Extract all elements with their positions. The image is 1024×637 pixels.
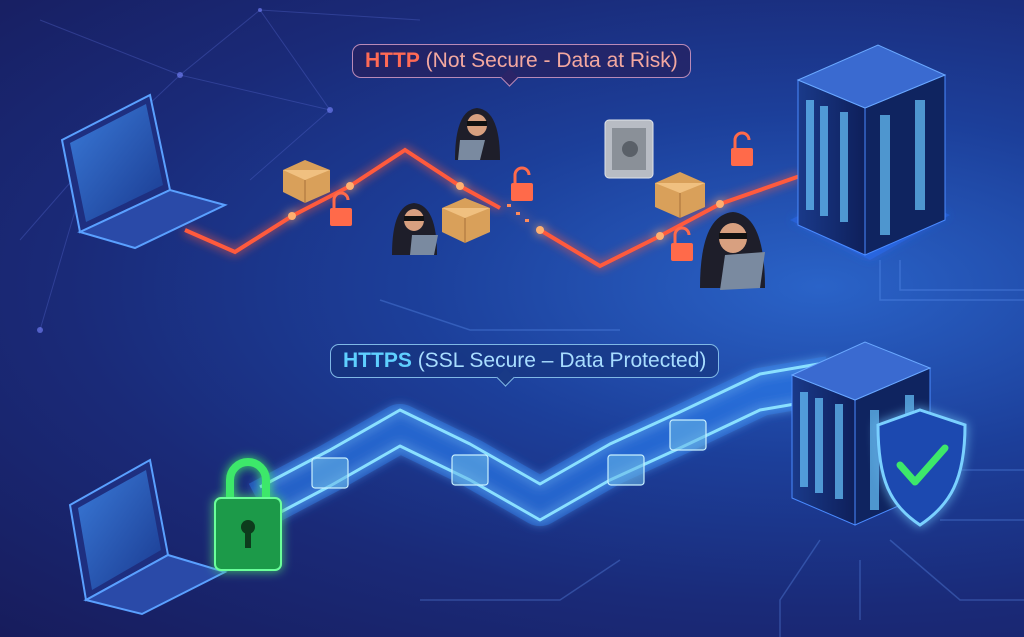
http-description: (Not Secure - Data at Risk)	[425, 49, 678, 72]
unlocked-padlock-icon	[330, 191, 352, 226]
encrypted-package-icon	[607, 454, 645, 486]
unlocked-padlock-icon	[511, 166, 533, 201]
server-http-icon	[790, 44, 950, 260]
security-shield-check-icon	[876, 408, 967, 527]
package-box-icon	[283, 160, 330, 203]
encrypted-package-icon	[669, 419, 707, 451]
https-encrypted-tunnel	[248, 356, 835, 527]
package-box-icon	[655, 172, 705, 218]
ssl-padlock-locked-icon	[214, 458, 282, 571]
hacker-icon	[392, 203, 438, 255]
circuit-traces	[379, 260, 1024, 637]
safe-vault-icon	[604, 119, 654, 179]
encrypted-package-icon	[311, 457, 349, 489]
http-connection-path	[184, 147, 801, 269]
unlocked-padlock-icon	[671, 226, 693, 261]
http-callout-label: HTTP (Not Secure - Data at Risk)	[352, 44, 691, 78]
https-description: (SSL Secure – Data Protected)	[417, 349, 707, 372]
unlocked-padlock-icon	[731, 131, 753, 166]
laptop-client-http-icon	[60, 93, 228, 250]
unencrypted-data-packets	[283, 160, 705, 243]
https-callout-label: HTTPS (SSL Secure – Data Protected)	[330, 344, 720, 378]
laptop-client-https-icon	[68, 458, 228, 616]
package-box-icon	[442, 198, 490, 243]
hacker-icon	[700, 212, 765, 290]
https-protocol-label: HTTPS	[343, 349, 412, 372]
hacker-icon	[455, 108, 500, 160]
http-protocol-label: HTTP	[365, 49, 420, 72]
encrypted-packets	[311, 419, 707, 489]
encrypted-package-icon	[451, 454, 489, 486]
unlocked-padlocks	[330, 131, 753, 261]
